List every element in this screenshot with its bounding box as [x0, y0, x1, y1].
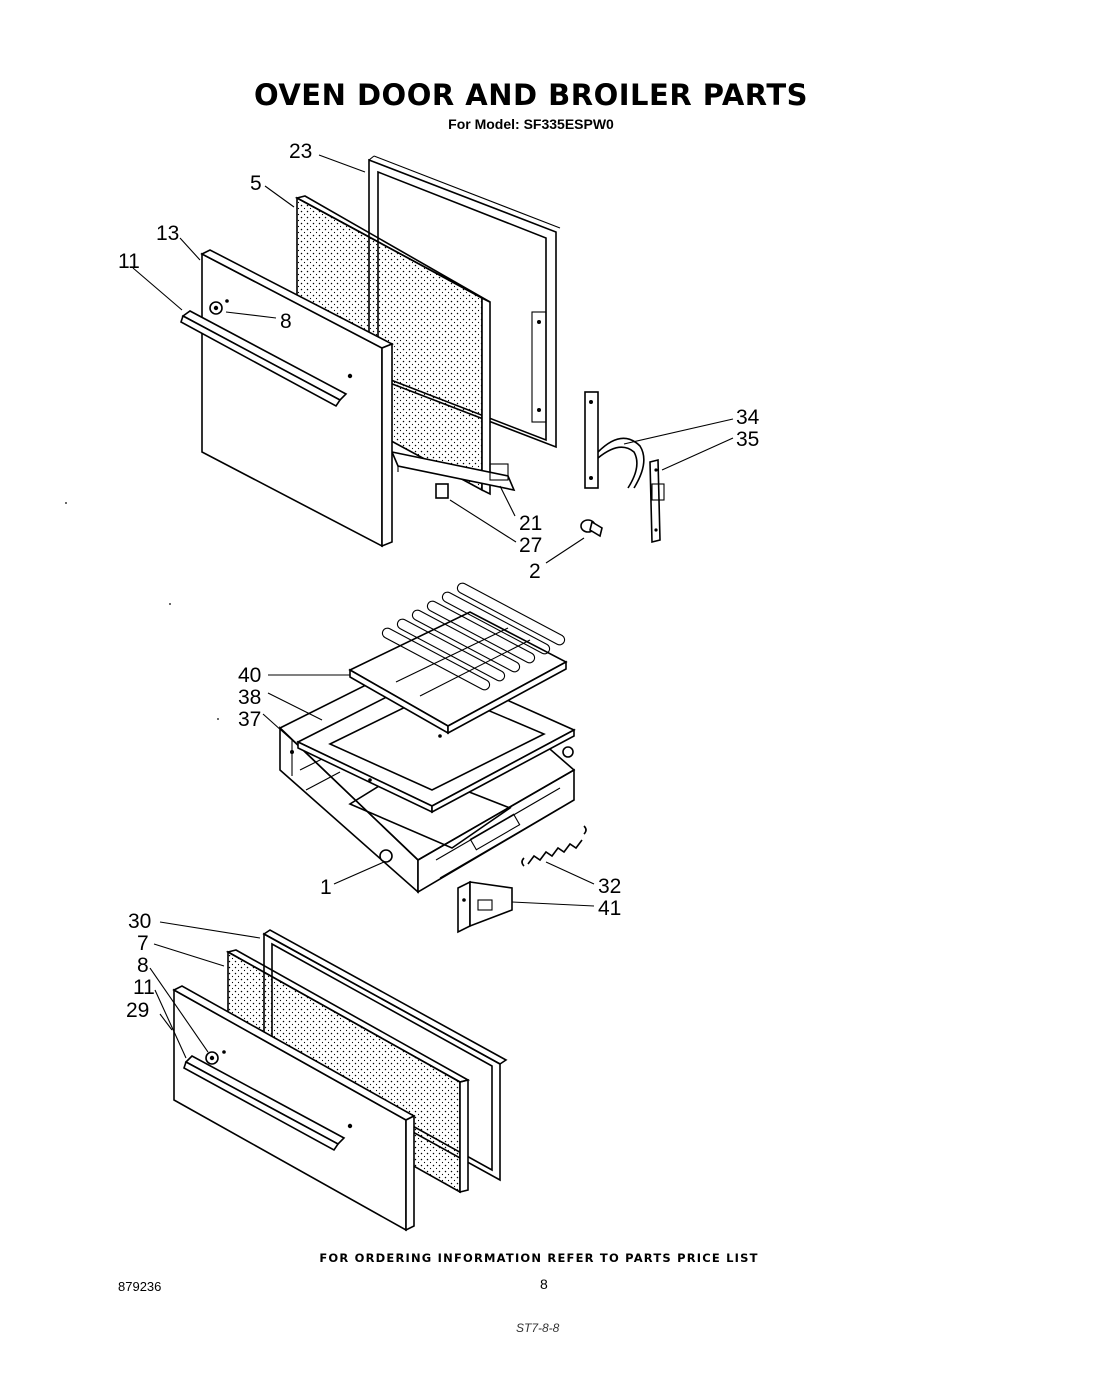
oven-door-screw-part — [209, 299, 229, 315]
margin-scribble: ST7-8-8 — [516, 1321, 560, 1335]
callout-41: 41 — [598, 897, 621, 920]
callout-1: 1 — [320, 876, 332, 899]
broiler-bracket-part — [457, 880, 513, 934]
callout-37: 37 — [238, 708, 261, 731]
callout-40: 40 — [238, 664, 261, 687]
callout-29: 29 — [126, 999, 149, 1022]
callout-2: 2 — [529, 560, 541, 583]
document-number: 879236 — [118, 1279, 162, 1294]
callout-21: 21 — [519, 512, 542, 535]
callout-8-broiler: 8 — [137, 954, 149, 977]
door-hinge-part — [584, 391, 645, 489]
callout-7: 7 — [137, 932, 149, 955]
broiler-door-screw-part — [205, 1050, 226, 1065]
hinge-arm-part — [649, 458, 665, 544]
callout-5: 5 — [250, 172, 262, 195]
page-title: OVEN DOOR AND BROILER PARTS — [253, 78, 808, 112]
oven-door-handle-part — [180, 310, 353, 408]
broiler-drawer-body-part — [278, 649, 576, 894]
leader-lines — [132, 154, 734, 1059]
broiler-grid-part — [348, 582, 568, 735]
callout-labels: 23 5 13 11 8 34 35 21 27 2 40 38 37 1 32… — [118, 140, 760, 1022]
callout-35: 35 — [736, 428, 759, 451]
model-subtitle: For Model: SF335ESPW0 — [448, 116, 614, 132]
door-bottom-brackets — [390, 450, 516, 499]
page-number: 8 — [540, 1276, 548, 1292]
callout-27: 27 — [519, 534, 542, 557]
broiler-spring-part — [521, 825, 587, 867]
callout-30: 30 — [128, 910, 151, 933]
callout-11-oven: 11 — [118, 250, 140, 273]
callout-38: 38 — [238, 686, 261, 709]
door-bumper-part — [580, 519, 603, 538]
callout-11-broiler: 11 — [133, 976, 155, 999]
callout-23: 23 — [289, 140, 312, 163]
callout-8-oven: 8 — [280, 310, 292, 333]
callout-13: 13 — [156, 222, 179, 245]
broiler-door-handle-part — [183, 1055, 353, 1152]
broiler-pan-part — [296, 669, 576, 814]
outer-door-panel-part — [200, 249, 394, 548]
callout-32: 32 — [598, 875, 621, 898]
ordering-info-note: FOR ORDERING INFORMATION REFER TO PARTS … — [319, 1251, 759, 1265]
callout-34: 34 — [736, 406, 760, 429]
